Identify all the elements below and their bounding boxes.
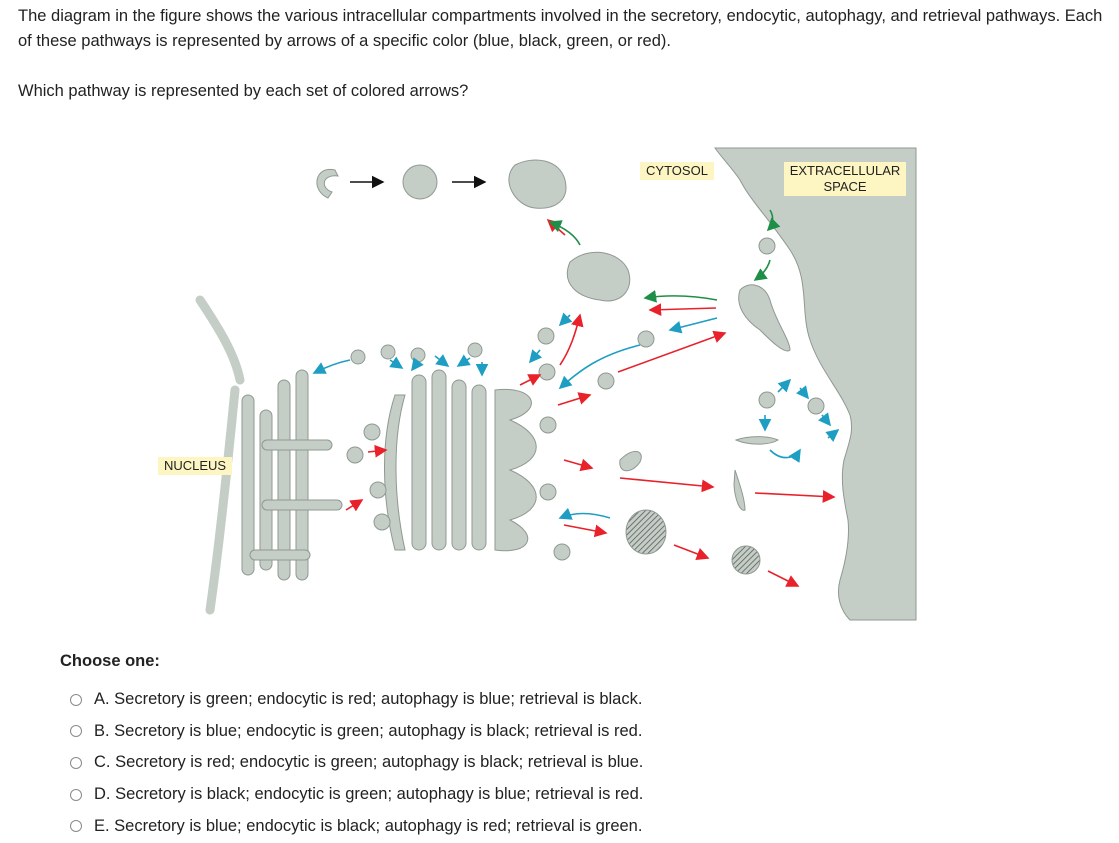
- option-e-radio[interactable]: [70, 820, 82, 833]
- isolation-membrane: [316, 168, 339, 199]
- cytosol-label: CYTOSOL: [640, 162, 714, 180]
- option-c-radio[interactable]: [70, 756, 82, 769]
- secretory-granule: [731, 545, 761, 575]
- endoplasmic-reticulum: [241, 369, 343, 581]
- question-text: The diagram in the figure shows the vari…: [18, 7, 1103, 50]
- choose-one-label: Choose one:: [60, 652, 160, 670]
- early-endosome: [738, 284, 791, 352]
- lysosome: [625, 509, 667, 555]
- option-d-text: D. Secretory is black; endocytic is gree…: [94, 785, 644, 804]
- option-c[interactable]: C. Secretory is red; endocytic is green;…: [70, 747, 643, 779]
- plasma-membrane: [714, 147, 917, 621]
- option-a-text: A. Secretory is green; endocytic is red;…: [94, 690, 643, 709]
- option-d[interactable]: D. Secretory is black; endocytic is gree…: [70, 779, 643, 811]
- question-prompt: Which pathway is represented by each set…: [18, 82, 469, 100]
- nuclear-envelope: [195, 295, 245, 385]
- option-b-radio[interactable]: [70, 725, 82, 738]
- option-b-text: B. Secretory is blue; endocytic is green…: [94, 721, 643, 740]
- option-a[interactable]: A. Secretory is green; endocytic is red;…: [70, 684, 643, 716]
- nucleus-label: NUCLEUS: [158, 457, 232, 475]
- pathway-diagram: CYTOSOL EXTRACELLULAR SPACE NUCLEUS: [150, 140, 1050, 630]
- autophagosome: [508, 159, 567, 209]
- answer-options: A. Secretory is green; endocytic is red;…: [70, 684, 643, 842]
- option-b[interactable]: B. Secretory is blue; endocytic is green…: [70, 716, 643, 748]
- vesicles: [346, 237, 825, 561]
- option-a-radio[interactable]: [70, 693, 82, 706]
- option-e-text: E. Secretory is blue; endocytic is black…: [94, 816, 643, 835]
- golgi-apparatus: [384, 369, 537, 552]
- autophagosome-vesicle: [402, 164, 438, 200]
- option-e[interactable]: E. Secretory is blue; endocytic is black…: [70, 810, 643, 842]
- option-d-radio[interactable]: [70, 788, 82, 801]
- extracellular-space-label: EXTRACELLULAR SPACE: [784, 162, 906, 196]
- late-endosome: [566, 251, 631, 302]
- option-c-text: C. Secretory is red; endocytic is green;…: [94, 753, 644, 772]
